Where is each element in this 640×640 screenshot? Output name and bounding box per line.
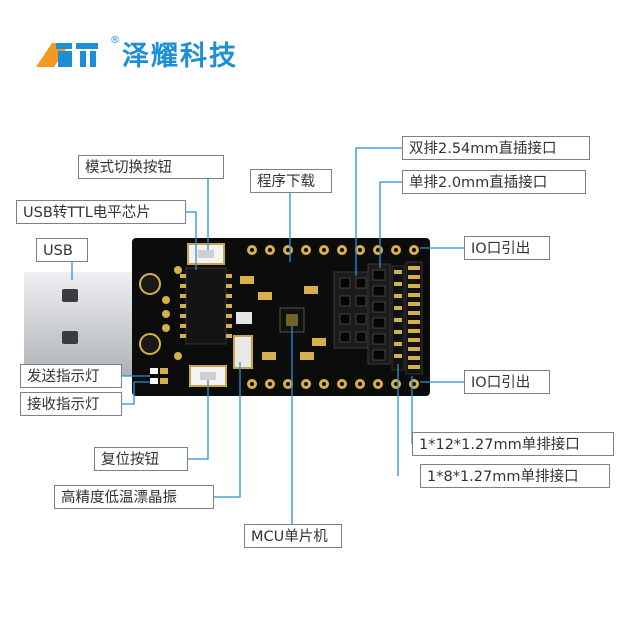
label-program-download: 程序下载 [250,169,332,193]
brand-logo: ® 泽耀科技 [36,34,238,73]
label-usb-ttl-chip: USB转TTL电平芯片 [16,200,186,224]
brand-name: 泽耀科技 [122,41,238,72]
brand-mark-icon: ® [36,35,120,71]
label-mcu: MCU单片机 [244,524,342,548]
header-1x12 [405,261,423,375]
label-usb: USB [36,238,88,262]
label-dual-row-header: 双排2.54mm直插接口 [402,136,590,160]
label-mode-switch-button: 模式切换按钮 [78,155,224,179]
label-crystal: 高精度低温漂晶振 [54,485,214,509]
crystal [233,335,253,369]
label-single-row-header: 单排2.0mm直插接口 [402,170,586,194]
label-rx-led: 接收指示灯 [20,392,122,416]
label-reset-button: 复位按钮 [94,447,188,471]
label-header-1x8: 1*8*1.27mm单排接口 [420,464,610,488]
label-tx-led: 发送指示灯 [20,364,122,388]
label-io-out-bottom: IO口引出 [464,370,550,394]
label-header-1x12: 1*12*1.27mm单排接口 [412,432,614,456]
label-io-out-top: IO口引出 [464,236,550,260]
registered-mark: ® [110,34,120,46]
